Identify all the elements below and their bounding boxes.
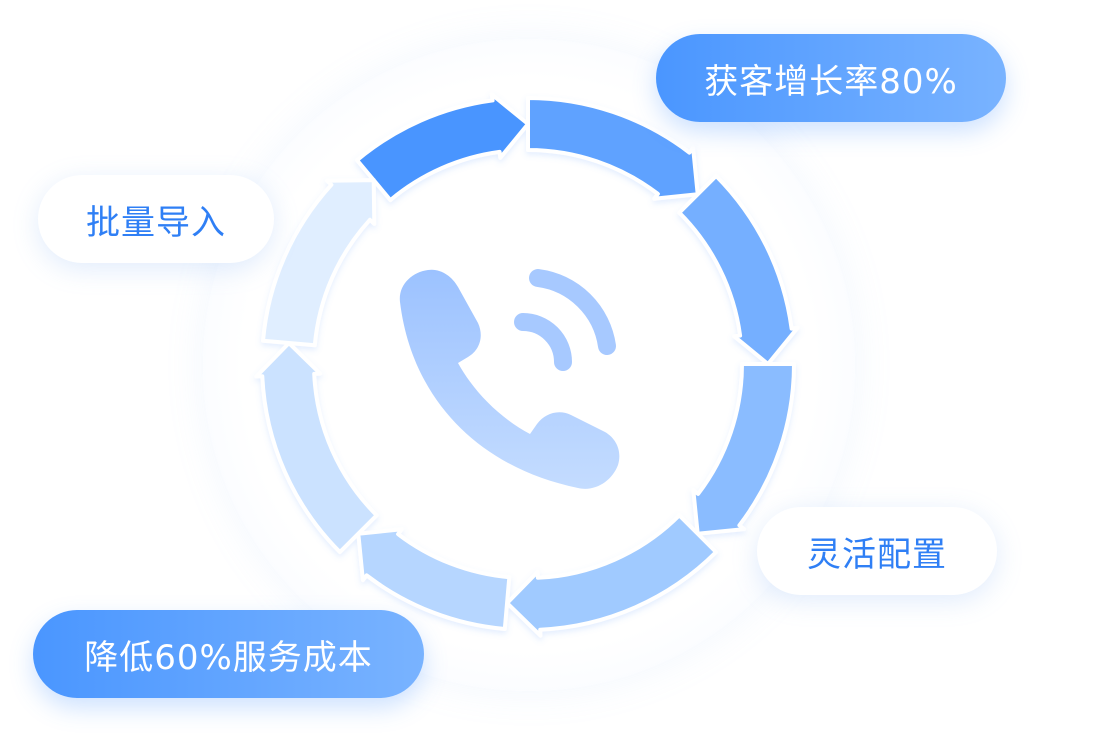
flexible-config-pill: 灵活配置 (757, 507, 997, 595)
cycle-arrow-segment-7 (254, 341, 379, 555)
cycle-ring-icon (254, 92, 800, 638)
cycle-arrow-segment-8 (261, 178, 377, 348)
growth-rate-label: 获客增长率80% (704, 61, 958, 102)
batch-import-pill: 批量导入 (38, 175, 274, 263)
phone-handset-icon (399, 269, 620, 489)
cycle-arrow-segment-5 (505, 513, 719, 638)
cycle-arrow-segment-2 (526, 96, 700, 201)
cycle-arrow-segment-3 (677, 173, 800, 366)
cycle-arrow-segment-6 (356, 527, 512, 631)
cycle-arrow-segment-1 (355, 92, 530, 203)
batch-import-label: 批量导入 (86, 202, 226, 243)
growth-rate-pill: 获客增长率80% (656, 34, 1006, 122)
cycle-arrow-segment-4 (691, 362, 796, 536)
cost-reduction-pill: 降低60%服务成本 (33, 610, 424, 698)
flexible-config-label: 灵活配置 (807, 534, 947, 575)
cost-reduction-label: 降低60%服务成本 (84, 637, 373, 678)
